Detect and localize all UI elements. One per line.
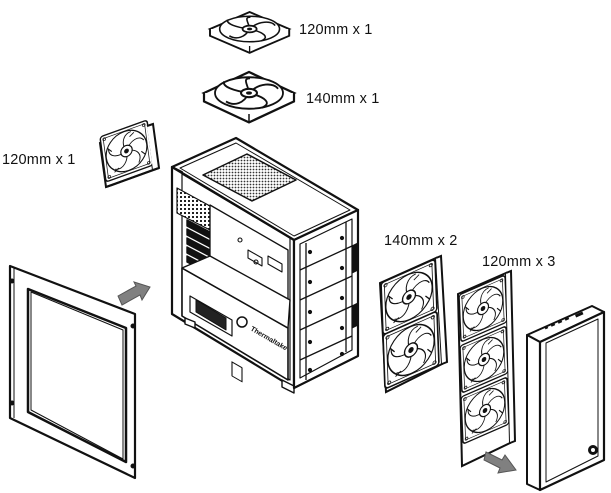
remove-side-panel-arrow xyxy=(117,281,151,306)
label-top-fan-140: 140mm x 1 xyxy=(306,91,380,107)
top-fan-140-drawing xyxy=(202,70,296,124)
case-chassis xyxy=(170,136,360,394)
label-front-fan-140: 140mm x 2 xyxy=(384,233,458,249)
remove-front-panel-arrow xyxy=(483,451,517,474)
front-fans-140-drawing xyxy=(378,254,449,394)
label-top-fan-120: 120mm x 1 xyxy=(299,22,373,38)
label-front-fan-120: 120mm x 3 xyxy=(482,254,556,270)
side-glass-panel xyxy=(8,264,137,480)
top-fan-120-drawing xyxy=(209,11,291,54)
label-rear-fan-120: 120mm x 1 xyxy=(2,152,76,168)
front-fans-120-drawing xyxy=(456,269,517,468)
front-panel xyxy=(526,305,606,492)
rear-fan-120-drawing xyxy=(98,119,161,189)
